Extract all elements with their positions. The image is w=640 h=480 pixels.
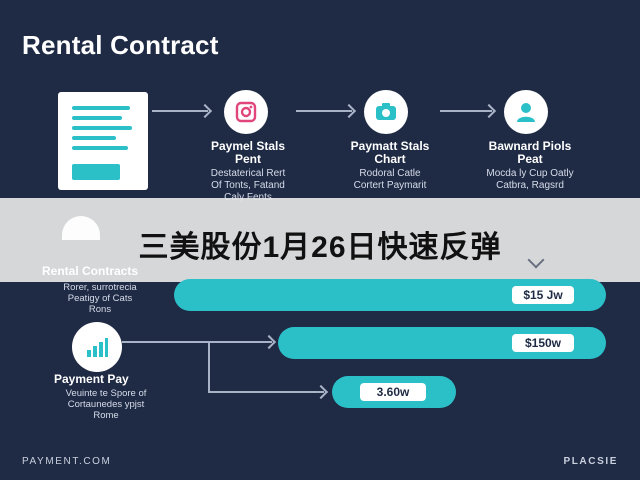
camera-square-icon <box>224 90 268 134</box>
step-2-desc: Rodoral Catle Cortert Paymarit <box>353 168 427 191</box>
payment-pay-desc: Veuinte te Spore of Cortaunedes ypjst Ro… <box>65 388 147 421</box>
payment-amount-value: $150w <box>512 334 574 352</box>
user-icon <box>504 90 548 134</box>
hidden-circle-icon <box>62 216 100 240</box>
footer-brand-left: PAYMENT.COM <box>22 456 112 467</box>
rental-contracts-desc: Rorer, surrotrecia Peatigy of Cats Rons <box>63 282 137 315</box>
step-1-desc: Destaterical Rert Of Tonts, Fatand Caly … <box>210 168 286 203</box>
page-title: Rental Contract <box>22 30 219 60</box>
footer-brand-right: PLACSIE <box>563 456 618 467</box>
flow-arrow-1 <box>152 110 208 112</box>
step-3-desc: Mocda ly Cup Oatly Catbra, Ragsrd <box>486 168 574 191</box>
banner-headline: 三美股份1月26日快速反弹 <box>138 231 502 264</box>
step-2-title: Paymatt Stals Chart <box>350 139 430 166</box>
camera-icon <box>364 90 408 134</box>
news-banner <box>0 198 640 282</box>
third-amount-value: 3.60w <box>360 383 426 401</box>
document-icon <box>58 92 148 190</box>
step-1-title: Paymel Stals Pent <box>210 139 286 166</box>
bar-chart-icon <box>72 322 122 372</box>
connector-arrow-upper <box>250 341 272 343</box>
connector-line-upper <box>122 341 270 343</box>
payment-pay-label: Payment Pay <box>54 372 129 386</box>
step-3-title: Bawnard Piols Peat <box>488 139 572 166</box>
flow-arrow-3 <box>440 110 492 112</box>
rental-contracts-label: Rental Contracts <box>42 264 139 278</box>
flow-arrow-2 <box>296 110 352 112</box>
rental-amount-value: $15 Jw <box>512 286 574 304</box>
connector-line-vertical <box>208 342 210 392</box>
connector-arrow-lower <box>208 391 324 393</box>
